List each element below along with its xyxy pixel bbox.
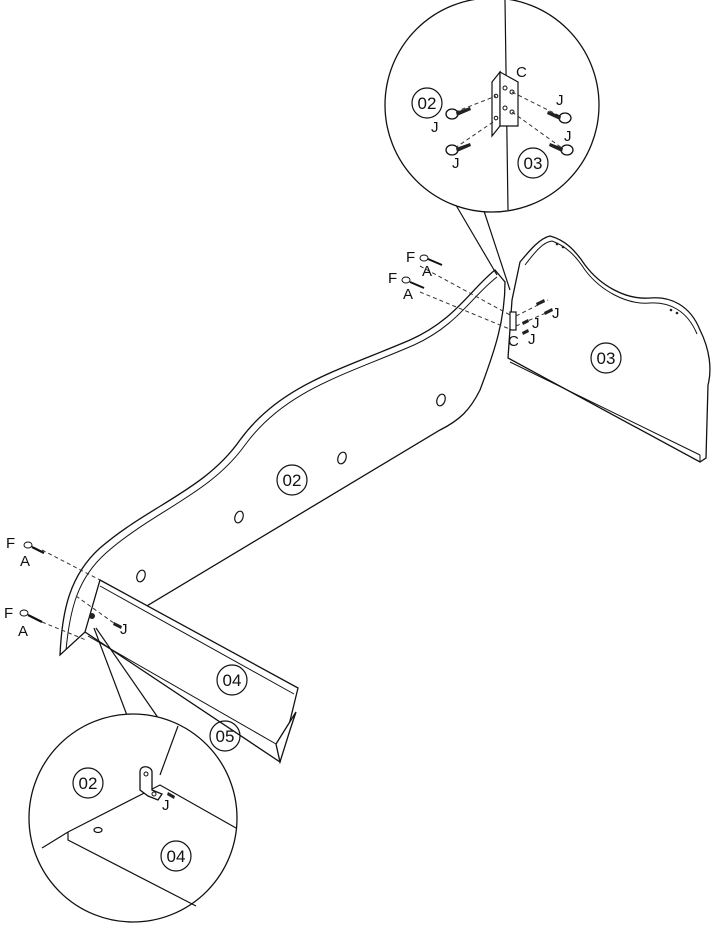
panel-04: 04 <box>84 579 299 764</box>
detail-callout-top: 02 03 C J J J J <box>384 0 600 291</box>
detail-top-j-label-1: J <box>556 92 564 109</box>
part-03-callout <box>590 342 622 374</box>
detail-top-part-03: 03 <box>524 154 543 173</box>
hardware-a-label-left-1: A <box>20 553 30 570</box>
detail-callout-bottom: 02 04 J <box>28 627 238 923</box>
hardware-j-label-top-2: J <box>532 315 540 332</box>
screw-j-detail-2 <box>445 143 471 156</box>
hardware-c-label-top: C <box>508 333 519 350</box>
screw-j-detail-1 <box>445 107 471 120</box>
bracket-c-top <box>419 265 553 335</box>
hardware-j-label-top-1: J <box>552 305 560 322</box>
hardware-bottom-left <box>19 541 122 641</box>
hardware-a-label-left-2: A <box>18 623 28 640</box>
detail-top-j-label-2: J <box>431 119 439 136</box>
screw-j-detail-4 <box>549 143 574 156</box>
hardware-j-label-left: J <box>120 621 128 638</box>
detail-top-j-label-4: J <box>452 155 460 172</box>
detail-top-j-label-3: J <box>564 128 572 145</box>
hardware-j-label-top-3: J <box>528 331 536 348</box>
panel-05: 05 <box>209 711 297 765</box>
part-02-callout <box>276 464 308 496</box>
screw-j-detail-3 <box>547 111 572 124</box>
detail-bottom-j-label: J <box>162 797 170 814</box>
detail-top-part-02: 02 <box>418 94 437 113</box>
hardware-f-label-left-2: F <box>4 605 13 622</box>
hardware-f-label-left-1: F <box>6 535 15 552</box>
panel-03: 03 <box>507 235 711 463</box>
hardware-f-label-top-2: F <box>388 270 397 287</box>
detail-top-c-label: C <box>516 64 527 81</box>
part-02-number: 02 <box>283 471 302 490</box>
detail-bottom-part-02: 02 <box>79 774 98 793</box>
part-05-number: 05 <box>216 727 235 746</box>
detail-bottom-part-04: 04 <box>167 847 186 866</box>
part-04-number: 04 <box>223 671 242 690</box>
part-03-number: 03 <box>597 349 616 368</box>
hardware-a-label-top-2: A <box>403 286 413 303</box>
hardware-f-label-top-1: F <box>406 249 415 266</box>
panel-02: 02 <box>59 269 506 657</box>
hardware-a-label-top-1: A <box>422 263 432 280</box>
